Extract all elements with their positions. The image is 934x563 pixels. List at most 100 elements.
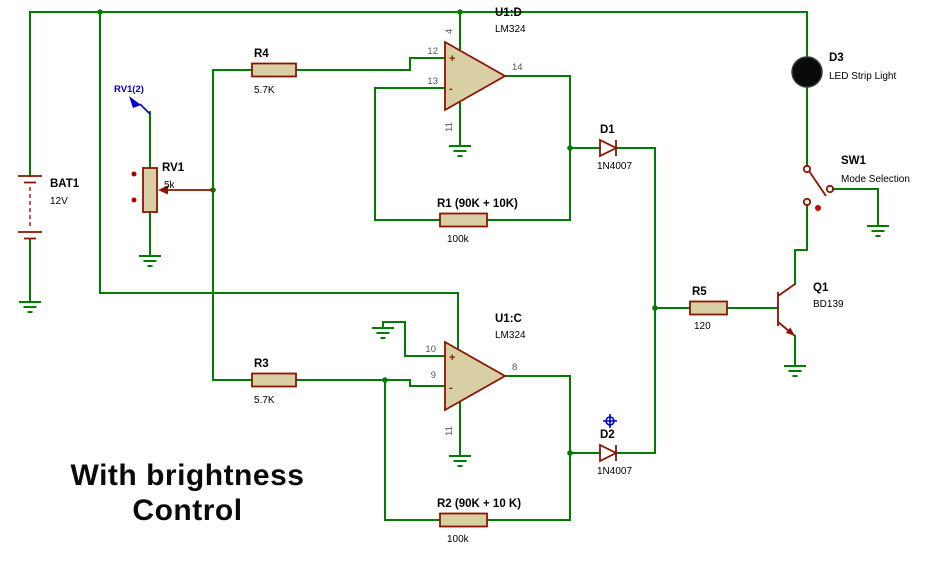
switch-toggle-dot[interactable] bbox=[815, 205, 821, 211]
resistor-value: 120 bbox=[694, 321, 711, 332]
transistor-value: BD139 bbox=[813, 299, 844, 310]
component-potentiometer-rv1[interactable]: RV1 5k bbox=[131, 162, 214, 213]
diode-ref: D2 bbox=[600, 429, 615, 441]
resistor-ref: R4 bbox=[254, 48, 269, 60]
switch-value: Mode Selection bbox=[841, 174, 910, 185]
probe-lead bbox=[139, 103, 151, 115]
led-body[interactable] bbox=[791, 56, 823, 88]
opamp-ref: U1:D bbox=[495, 7, 522, 19]
opamp-minus-sign: - bbox=[449, 382, 453, 394]
component-battery-bat1[interactable]: BAT1 12V bbox=[18, 175, 80, 240]
resistor-body[interactable] bbox=[439, 512, 488, 528]
caption-line2: Control bbox=[132, 494, 243, 528]
wire-segment bbox=[794, 204, 808, 285]
resistor-value: 5.7K bbox=[254, 85, 275, 96]
wires bbox=[29, 11, 879, 521]
voltage-probe-rv1[interactable]: RV1(2) bbox=[114, 84, 151, 115]
resistor-body[interactable] bbox=[251, 62, 297, 78]
opamp-value: LM324 bbox=[495, 330, 526, 341]
opamp-plus-sign: + bbox=[449, 53, 455, 65]
resistor-value: 5.7K bbox=[254, 395, 275, 406]
pin-number-13: 13 bbox=[427, 76, 438, 87]
origin-marker bbox=[603, 414, 617, 428]
junction-dots bbox=[97, 9, 658, 456]
diode-triangle[interactable] bbox=[599, 138, 619, 158]
pin-number-9: 9 bbox=[431, 370, 436, 381]
component-led-d3[interactable]: D3 LED Strip Light bbox=[791, 52, 896, 88]
component-resistor-r4[interactable]: R4 5.7K bbox=[251, 48, 297, 96]
component-resistor-r1[interactable]: R1 (90K + 10K) 100k bbox=[437, 198, 518, 245]
component-transistor-q1[interactable]: Q1 BD139 bbox=[777, 282, 844, 337]
switch-ref: SW1 bbox=[841, 155, 867, 167]
pin-number-10: 10 bbox=[425, 344, 436, 355]
pot-ref: RV1 bbox=[162, 162, 185, 174]
diode-ref: D1 bbox=[600, 124, 615, 136]
diode-value: 1N4007 bbox=[597, 161, 632, 172]
switch-contact[interactable] bbox=[825, 184, 835, 194]
resistor-ref: R3 bbox=[254, 358, 269, 370]
component-resistor-r2[interactable]: R2 (90K + 10 K) 100k bbox=[437, 498, 521, 545]
pin-number-11: 11 bbox=[444, 122, 455, 132]
resistor-ref: R5 bbox=[692, 286, 707, 298]
component-opamp-u1c[interactable]: + - 10 9 8 11 U1:C LM324 bbox=[425, 313, 526, 436]
component-resistor-r3[interactable]: R3 5.7K bbox=[251, 358, 297, 406]
battery-ref: BAT1 bbox=[50, 178, 80, 190]
resistor-body[interactable] bbox=[689, 300, 728, 316]
junction-dot bbox=[652, 305, 658, 311]
wire-segment bbox=[384, 379, 441, 521]
wire-segment bbox=[382, 321, 446, 357]
wire-segment bbox=[295, 379, 446, 387]
resistor-value: 100k bbox=[447, 234, 470, 245]
switch-contact[interactable] bbox=[802, 197, 812, 207]
opamp-triangle[interactable] bbox=[444, 340, 507, 412]
ground-symbol bbox=[783, 359, 807, 377]
pot-terminal-dot bbox=[131, 171, 137, 177]
wire-segment bbox=[832, 188, 879, 221]
opamp-ref: U1:C bbox=[495, 313, 522, 325]
junction-dot bbox=[382, 377, 388, 383]
component-diode-d2[interactable]: D2 1N4007 bbox=[597, 429, 632, 477]
opamp-plus-sign: + bbox=[449, 352, 455, 364]
pin-number-12: 12 bbox=[427, 46, 438, 57]
pin-number-14: 14 bbox=[512, 62, 523, 73]
transistor-ref: Q1 bbox=[813, 282, 829, 294]
ground-symbol bbox=[138, 249, 162, 267]
resistor-body[interactable] bbox=[439, 212, 488, 228]
diode-triangle[interactable] bbox=[599, 443, 619, 463]
switch-contact[interactable] bbox=[802, 164, 812, 174]
component-opamp-u1d[interactable]: + - 12 13 14 4 11 U1:D LM324 bbox=[427, 7, 526, 132]
caption-line1: With brightness bbox=[70, 459, 305, 492]
transistor-collector bbox=[777, 283, 796, 297]
pot-value: 5k bbox=[164, 180, 176, 191]
pin-number-8: 8 bbox=[512, 362, 517, 373]
pot-body[interactable] bbox=[142, 167, 158, 213]
resistor-body[interactable] bbox=[251, 372, 297, 388]
component-resistor-r5[interactable]: R5 120 bbox=[689, 286, 728, 332]
ground-symbol bbox=[371, 321, 395, 339]
component-switch-sw1[interactable]: SW1 Mode Selection bbox=[802, 155, 910, 211]
opamp-triangle[interactable] bbox=[444, 40, 507, 112]
probe-label: RV1(2) bbox=[114, 84, 144, 95]
pot-terminal-dot bbox=[131, 197, 137, 203]
ground-symbol bbox=[18, 295, 42, 313]
wire-segment bbox=[29, 11, 808, 177]
wire-segment bbox=[295, 57, 446, 71]
junction-dot bbox=[97, 9, 103, 15]
resistor-value: 100k bbox=[447, 534, 470, 545]
caption: With brightness Control bbox=[30, 458, 345, 529]
ground-symbol bbox=[448, 139, 472, 157]
origin-marker-cross bbox=[603, 414, 617, 428]
pot-wiper-arrow bbox=[158, 185, 168, 195]
switch-lever[interactable] bbox=[808, 170, 827, 197]
wire-segment bbox=[486, 375, 571, 521]
resistor-ref: R2 (90K + 10 K) bbox=[437, 498, 521, 510]
opamp-value: LM324 bbox=[495, 24, 526, 35]
battery-value: 12V bbox=[50, 196, 68, 207]
transistor-emitter-arrow bbox=[785, 327, 795, 336]
resistor-ref: R1 (90K + 10K) bbox=[437, 198, 518, 210]
component-diode-d1[interactable]: D1 1N4007 bbox=[597, 124, 632, 172]
wire-segment bbox=[99, 11, 459, 351]
led-ref: D3 bbox=[829, 52, 844, 64]
